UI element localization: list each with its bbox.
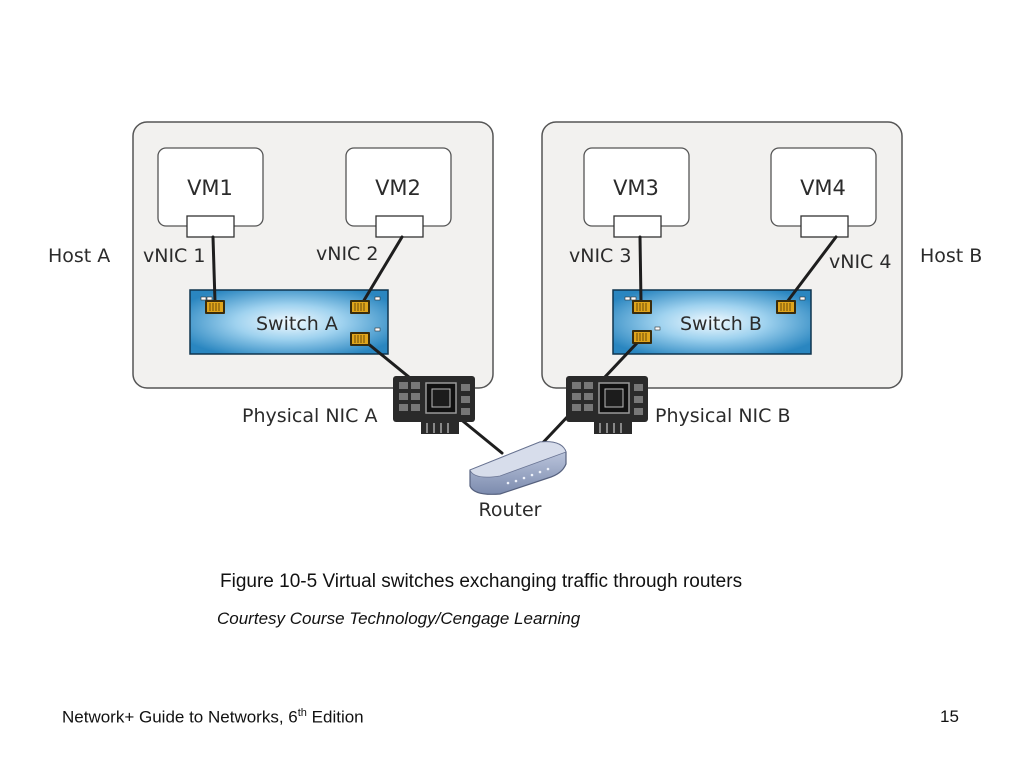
switch-b-port-1 — [631, 299, 653, 315]
footer-title: Network+ Guide to Networks, 6th Edition — [62, 707, 364, 728]
host-a-label: Host A — [48, 245, 110, 267]
switch-b-label: Switch B — [680, 313, 762, 335]
router-icon — [469, 441, 567, 495]
footer-title-suffix: Edition — [306, 707, 364, 727]
physical-nic-b-icon — [565, 375, 649, 435]
physical-nic-b-label: Physical NIC B — [655, 405, 791, 427]
physical-nic-a-icon — [392, 375, 476, 435]
vnic3-label: vNIC 3 — [569, 245, 631, 267]
switch-a-port-2 — [349, 299, 371, 315]
vnic1-label: vNIC 1 — [143, 245, 205, 267]
switch-b-port-2 — [775, 299, 797, 315]
vm2-label: VM2 — [375, 176, 421, 200]
router-label: Router — [479, 499, 542, 521]
cable-vnic4-switch-b — [785, 235, 838, 304]
cable-vnic3-switch-b — [638, 235, 643, 304]
host-b-label: Host B — [920, 245, 982, 267]
vm3-label: VM3 — [613, 176, 659, 200]
switch-a-port-1 — [204, 299, 226, 315]
vm1-label: VM1 — [187, 176, 233, 200]
switch-a-label: Switch A — [256, 313, 338, 335]
footer-title-sup: th — [297, 707, 307, 719]
vnic4-box — [800, 215, 849, 238]
figure-credit: Courtesy Course Technology/Cengage Learn… — [217, 609, 581, 628]
vnic3-box — [613, 215, 662, 238]
cable-vnic2-switch-a — [361, 235, 404, 304]
physical-nic-a-label: Physical NIC A — [242, 405, 377, 427]
footer-title-prefix: Network+ Guide to Networks, 6 — [62, 707, 298, 727]
cable-vnic1-switch-a — [211, 235, 217, 304]
vnic1-box — [186, 215, 235, 238]
vnic2-label: vNIC 2 — [316, 243, 378, 265]
page-number: 15 — [940, 707, 959, 726]
network-diagram: VM1 VM2 VM3 VM4 vNIC 1 vNIC 2 vNIC 3 vNI… — [48, 121, 982, 521]
vnic2-box — [375, 215, 424, 238]
switch-b-port-3 — [631, 329, 653, 345]
figure-caption: Figure 10-5 Virtual switches exchanging … — [220, 571, 743, 592]
vm4-label: VM4 — [800, 176, 846, 200]
vnic4-label: vNIC 4 — [829, 251, 891, 273]
switch-a-port-3 — [349, 331, 371, 347]
